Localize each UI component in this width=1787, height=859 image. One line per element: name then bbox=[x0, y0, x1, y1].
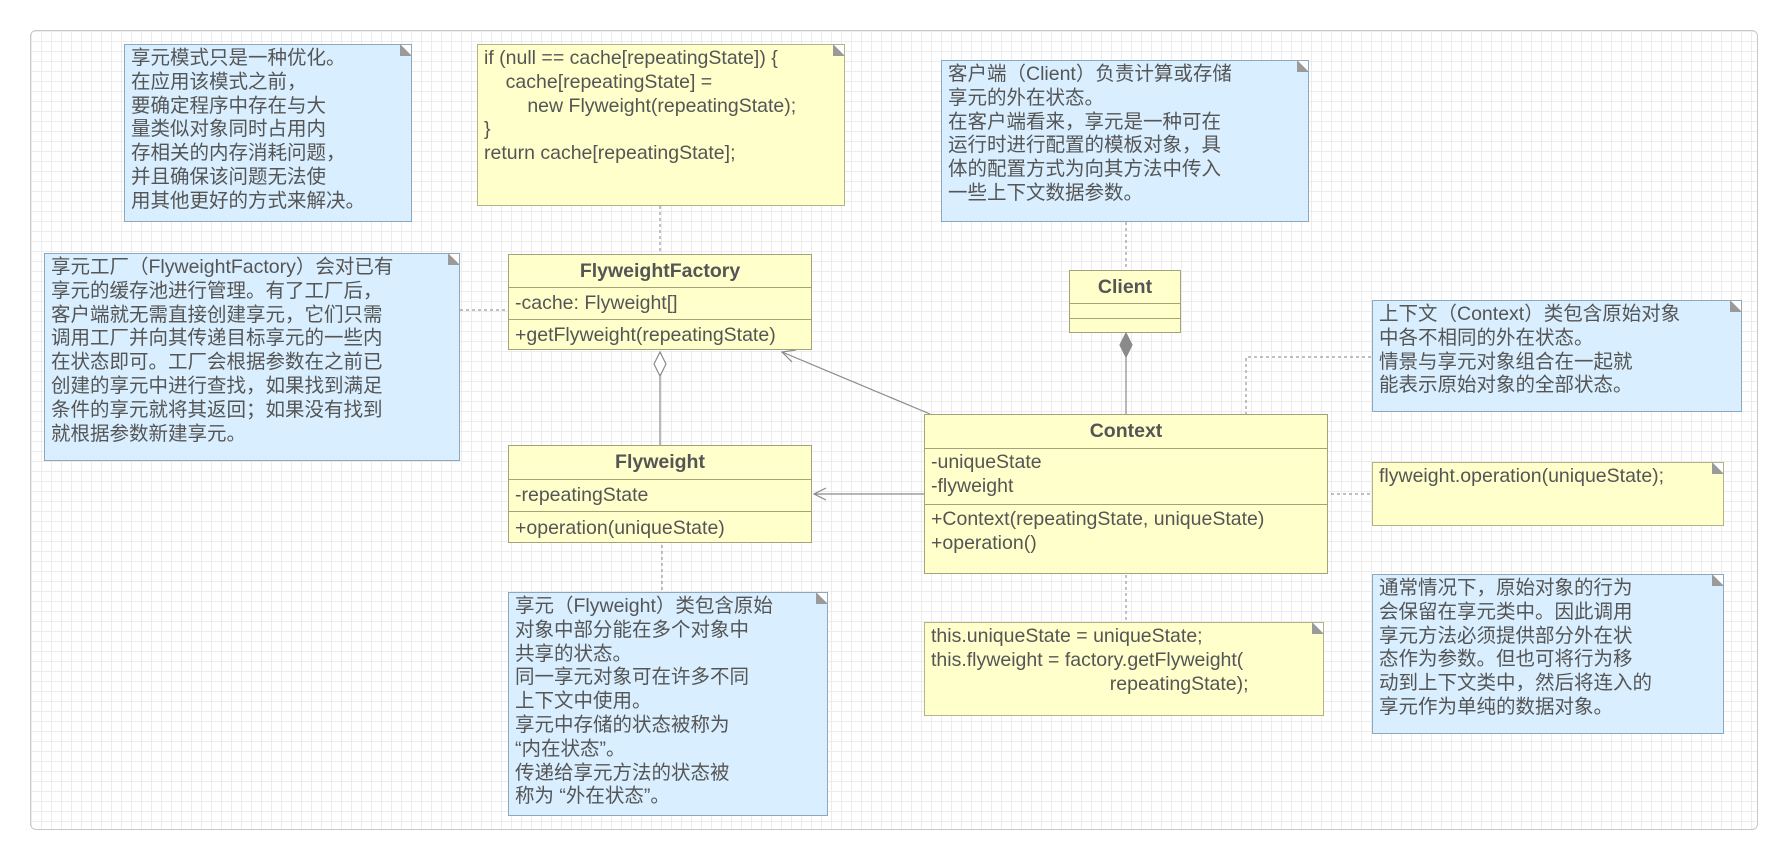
note-operation-code: flyweight.operation(uniqueState); bbox=[1372, 462, 1724, 526]
note-factory: 享元工厂（FlyweightFactory）会对已有 享元的缓存池进行管理。有了… bbox=[44, 253, 460, 461]
class-flyweightfactory-methods: +getFlyweight(repeatingState) bbox=[515, 324, 776, 346]
note-client: 客户端（Client）负责计算或存储 享元的外在状态。 在客户端看来，享元是一种… bbox=[941, 60, 1309, 222]
note-constructor-code: this.uniqueState = uniqueState; this.fly… bbox=[924, 622, 1324, 716]
class-flyweightfactory: FlyweightFactory -cache: Flyweight[] +ge… bbox=[508, 254, 812, 350]
class-flyweight-fields: -repeatingState bbox=[509, 480, 811, 512]
note-behavior: 通常情况下，原始对象的行为 会保留在享元类中。因此调用 享元方法必须提供部分外在… bbox=[1372, 574, 1724, 734]
class-context-name: Context bbox=[925, 415, 1327, 449]
note-flyweight: 享元（Flyweight）类包含原始 对象中部分能在多个对象中 共享的状态。 同… bbox=[508, 592, 828, 816]
note-context: 上下文（Context）类包含原始对象 中各不相同的外在状态。 情景与享元对象组… bbox=[1372, 300, 1742, 412]
class-client-methods bbox=[1070, 319, 1180, 333]
class-client-fields bbox=[1070, 304, 1180, 319]
class-context: Context -uniqueState -flyweight +Context… bbox=[924, 414, 1328, 574]
class-context-fields: -uniqueState -flyweight bbox=[925, 449, 1327, 505]
class-flyweight: Flyweight -repeatingState +operation(uni… bbox=[508, 445, 812, 543]
class-context-methods: +Context(repeatingState, uniqueState) +o… bbox=[931, 508, 1265, 554]
note-cache-code: if (null == cache[repeatingState]) { cac… bbox=[477, 44, 845, 206]
class-flyweight-name: Flyweight bbox=[509, 446, 811, 480]
class-flyweightfactory-fields: -cache: Flyweight[] bbox=[509, 288, 811, 320]
class-client: Client bbox=[1069, 270, 1181, 333]
class-client-name: Client bbox=[1070, 271, 1180, 304]
class-flyweight-methods: +operation(uniqueState) bbox=[515, 517, 725, 539]
note-optimization: 享元模式只是一种优化。 在应用该模式之前， 要确定程序中存在与大 量类似对象同时… bbox=[124, 44, 412, 222]
class-flyweightfactory-name: FlyweightFactory bbox=[509, 255, 811, 288]
